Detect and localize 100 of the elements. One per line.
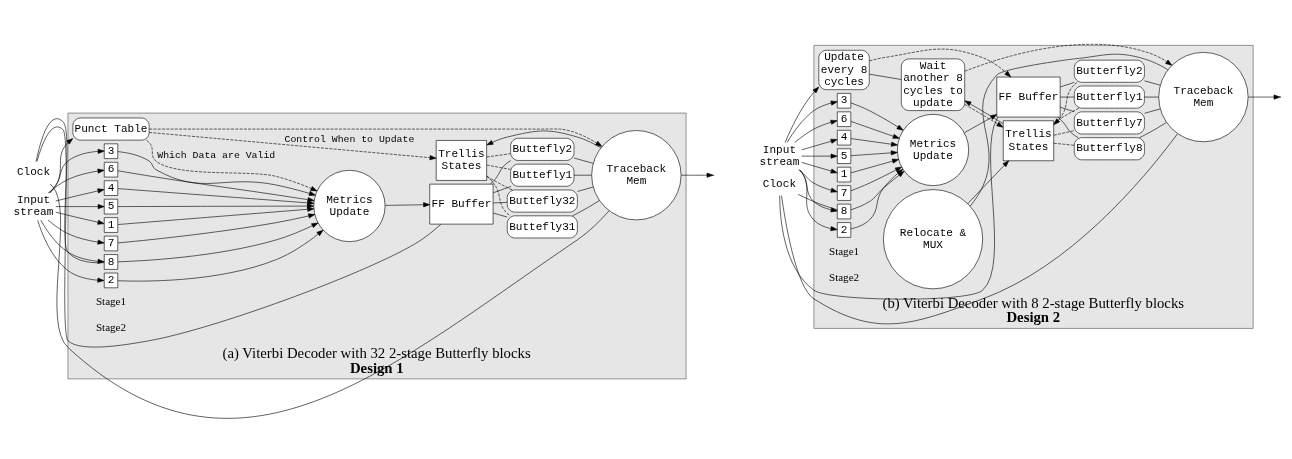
node-box: Punct Table <box>72 117 150 141</box>
arrow <box>385 202 430 208</box>
connector <box>36 126 442 348</box>
connector <box>49 183 610 419</box>
node-box: 5 <box>103 198 119 215</box>
label: Stage1 <box>95 295 127 308</box>
arrow <box>681 172 714 178</box>
arrow <box>117 213 316 244</box>
arrow <box>117 170 315 203</box>
connector <box>1057 116 1079 138</box>
edge-label: Control When to Update <box>284 133 415 145</box>
node-circle: Traceback Mem <box>1158 52 1249 143</box>
node-box: Buttefly2 <box>510 138 575 161</box>
arrow <box>850 150 898 156</box>
node-box: 4 <box>836 130 852 146</box>
node-box: Update every 8 cycles <box>818 50 870 90</box>
arrow <box>55 188 105 202</box>
arrow <box>850 171 905 211</box>
arrow <box>801 162 838 174</box>
node-text: Input stream <box>759 143 800 168</box>
arrow <box>55 204 105 210</box>
arrow <box>40 219 105 264</box>
arrow <box>801 153 838 159</box>
connector <box>1053 107 1080 124</box>
node-box: 7 <box>103 235 119 252</box>
connector <box>797 194 838 211</box>
arrow <box>55 211 105 225</box>
label: Stage2 <box>829 270 860 283</box>
arrow <box>850 102 904 131</box>
node-text: Input stream <box>13 194 54 219</box>
node-box: 1 <box>103 217 119 233</box>
arrow <box>850 158 899 174</box>
node-box: Butterfly7 <box>1074 111 1145 135</box>
node-box: FF Buffer <box>429 183 494 225</box>
connector <box>493 202 508 204</box>
arrow <box>850 121 900 139</box>
node-box: 8 <box>836 203 852 220</box>
node-circle: Traceback Mem <box>591 130 682 221</box>
label: Stage1 <box>829 244 860 257</box>
node-box: 2 <box>836 222 852 238</box>
arrow <box>486 130 602 149</box>
node-circle: Relocate & MUX <box>883 189 983 290</box>
node-box: Buttefly31 <box>506 215 578 239</box>
connector <box>486 175 511 217</box>
node-box: Trellis States <box>1002 120 1054 162</box>
node-box: 5 <box>836 148 852 164</box>
node-box: Buttefly1 <box>510 163 575 187</box>
arrow <box>850 138 898 147</box>
arrow <box>146 139 318 192</box>
arrow <box>47 219 105 245</box>
arrow <box>148 132 437 161</box>
arrow <box>37 220 105 283</box>
label: Stage2 <box>95 321 127 334</box>
connector <box>869 73 902 80</box>
arrow <box>117 151 316 196</box>
arrow <box>869 48 1012 78</box>
node-text: Clock <box>16 166 51 179</box>
edge-label: Which Data are Valid <box>157 149 276 161</box>
connector <box>1139 122 1167 138</box>
connector <box>779 116 999 300</box>
arrow <box>964 114 998 133</box>
connector <box>781 133 1178 325</box>
arrow <box>799 169 838 213</box>
node-box: FF Buffer <box>996 76 1061 118</box>
arrow <box>799 169 838 232</box>
node-box: 2 <box>103 272 119 289</box>
node-box: Trellis States <box>435 140 487 181</box>
node-box: Butterfly1 <box>1074 85 1145 109</box>
arrow <box>794 119 838 143</box>
arrow <box>47 168 105 194</box>
node-box: Butterfly8 <box>1074 137 1145 161</box>
node-box: Wait another 8 cycles to update <box>901 58 966 111</box>
connector <box>486 175 513 191</box>
connector <box>969 53 1169 207</box>
node-box: 1 <box>836 166 852 183</box>
arrow <box>964 44 1173 72</box>
connector <box>35 118 105 264</box>
connector <box>1060 106 1075 113</box>
node-box: 8 <box>103 254 119 270</box>
arrow <box>117 206 315 225</box>
node-box: 4 <box>103 180 119 196</box>
arrow <box>784 86 820 143</box>
connector <box>1144 80 1161 86</box>
connector <box>572 200 600 217</box>
node-box: 6 <box>103 162 119 178</box>
arrow <box>786 100 838 143</box>
arrow <box>801 138 838 151</box>
arrow <box>49 148 105 194</box>
node-text: Clock <box>762 178 797 191</box>
node-box: 3 <box>836 93 852 109</box>
connector <box>486 153 511 158</box>
node-box: 6 <box>836 111 852 127</box>
node-box: Buttefly32 <box>506 189 578 213</box>
node-box: Butterfly2 <box>1074 59 1145 83</box>
connector <box>573 157 594 164</box>
arrow <box>148 128 603 147</box>
arrow <box>117 203 314 209</box>
arrow <box>117 222 319 263</box>
node-box: 3 <box>103 143 119 159</box>
node-box: 7 <box>836 185 852 201</box>
